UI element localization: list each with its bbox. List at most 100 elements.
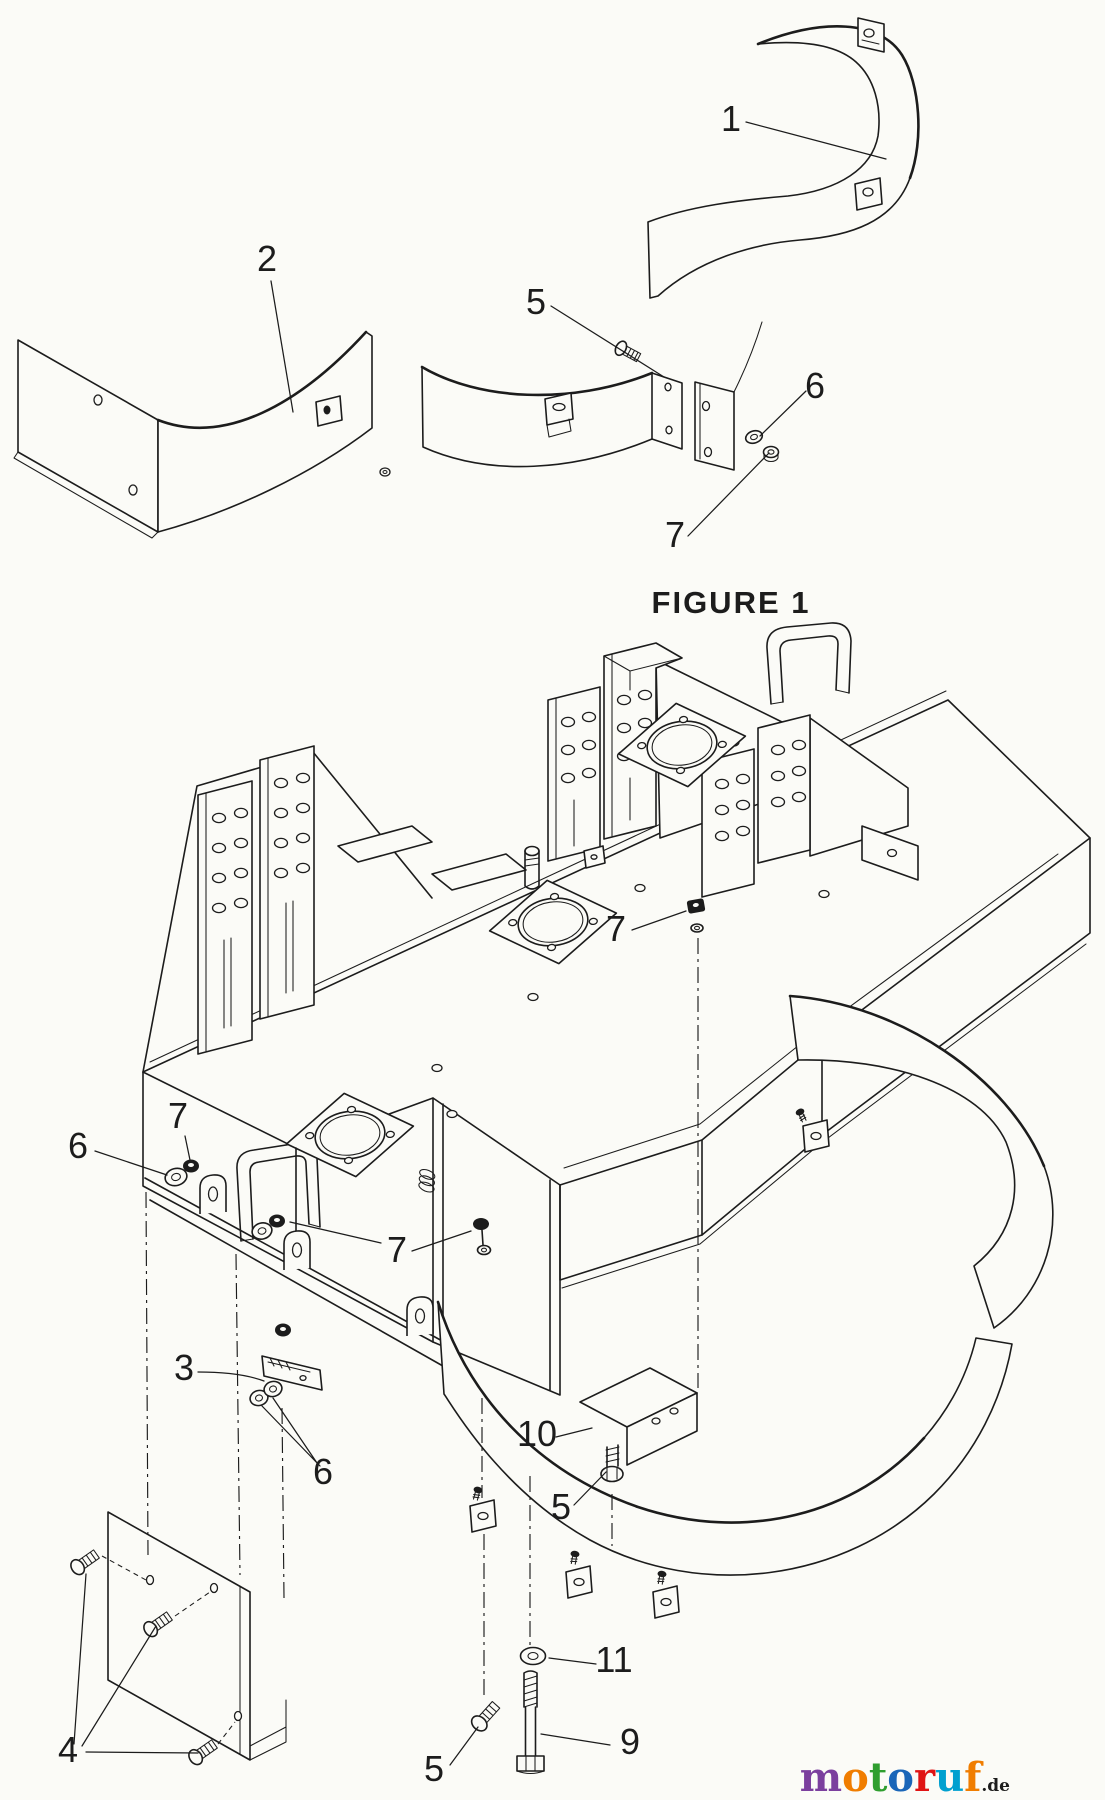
callout-5-mid: 5 — [551, 1486, 571, 1527]
hex-nut-icon — [686, 898, 706, 914]
carriage-bolt-icon — [470, 1700, 501, 1732]
leader-line — [540, 1733, 611, 1746]
leader-line — [548, 1657, 597, 1665]
height-bracket-right-2 — [757, 714, 811, 864]
logo-letter: f — [964, 1754, 984, 1800]
carriage-bolt-icon — [143, 1611, 173, 1638]
leader-line — [289, 1221, 472, 1252]
spindle-plate-center — [488, 879, 618, 965]
figure1-title: FIGURE 1 — [652, 585, 811, 620]
leader-line — [759, 390, 807, 437]
leader-line — [270, 280, 294, 413]
band-clip-icon — [544, 392, 574, 438]
baffle-band-middle — [420, 365, 683, 468]
height-bracket-left-1 — [197, 780, 253, 1055]
band-tab-icon — [565, 1565, 593, 1599]
callout-7: 7 — [665, 514, 685, 555]
rail-tab — [406, 1296, 434, 1336]
spring-icon — [418, 1168, 436, 1193]
leader-line — [94, 1150, 168, 1176]
reinforcement-pad — [337, 825, 433, 863]
callout-6-left: 6 — [68, 1125, 88, 1166]
height-bracket-left-2 — [259, 745, 315, 1020]
callout-10: 10 — [517, 1413, 557, 1454]
deck-tab — [583, 845, 606, 869]
leader-line — [745, 121, 887, 160]
band-tab-icon — [315, 395, 343, 427]
leader-line — [184, 1135, 191, 1161]
logo-tld: .de — [981, 1776, 1010, 1796]
mower-deck-group: 7 6 7 7 3 6 10 5 4 5 11 9 — [58, 622, 1091, 1789]
logo-letter: o — [887, 1754, 914, 1800]
callout-9: 9 — [620, 1721, 640, 1762]
small-screw-icon — [795, 1108, 807, 1123]
bolt-axis — [101, 1555, 236, 1745]
washer-icon — [744, 429, 764, 445]
baffle-band-lower-installed — [436, 1300, 1013, 1619]
band-tab-icon — [652, 1585, 680, 1619]
rail-tab — [199, 1174, 227, 1214]
logo-letter: m — [800, 1754, 842, 1800]
callout-6: 6 — [805, 365, 825, 406]
callout-3: 3 — [174, 1347, 194, 1388]
logo-letter: o — [842, 1754, 869, 1800]
leader-line — [573, 1471, 607, 1506]
hex-nut-icon — [269, 1214, 285, 1228]
callout-5-bottom: 5 — [424, 1748, 444, 1789]
leader-line — [73, 1573, 199, 1754]
leader-line — [631, 910, 687, 931]
leader-line — [555, 1427, 593, 1438]
band-tab-icon — [854, 177, 883, 211]
bracket-part10 — [579, 1367, 698, 1466]
washer-icon — [164, 1167, 188, 1187]
carriage-bolt-icon — [70, 1549, 100, 1576]
leader-line — [261, 1397, 321, 1467]
hex-nut-icon — [275, 1323, 291, 1337]
rail-tab — [283, 1230, 311, 1270]
leader-line — [197, 1371, 265, 1382]
side-bracket — [861, 825, 919, 881]
washer-icon — [690, 923, 704, 933]
callout-5: 5 — [526, 281, 546, 322]
small-screw-icon — [570, 1550, 580, 1565]
chute-plate-part4 — [107, 1511, 287, 1761]
carriage-bolt-icon — [473, 1218, 492, 1256]
callout-1: 1 — [721, 98, 741, 139]
watermark-logo: motoruf.de — [800, 1754, 1010, 1800]
washer-icon — [263, 1380, 283, 1398]
baffle-band-part1 — [647, 17, 920, 299]
band-tab-icon — [469, 1499, 497, 1533]
logo-letter: r — [914, 1754, 936, 1800]
front-rail — [144, 1174, 456, 1371]
logo-letter: t — [869, 1754, 888, 1800]
threaded-stud-icon — [524, 845, 540, 890]
callout-6-lower: 6 — [313, 1451, 333, 1492]
spindle-plate-right — [617, 702, 747, 788]
small-screw-icon — [657, 1570, 667, 1585]
stop-bar-part3 — [261, 1355, 323, 1391]
mounting-plate — [694, 321, 763, 471]
discharge-plate-part2 — [13, 339, 159, 539]
hex-nut-icon — [762, 445, 780, 463]
figure1-group: 1 2 5 6 7 FIGURE 1 — [13, 17, 920, 620]
callout-7-top: 7 — [606, 908, 626, 949]
hex-nut-icon — [183, 1159, 199, 1173]
deck-holes — [431, 883, 830, 1119]
callout-7-mid: 7 — [387, 1229, 407, 1270]
logo-letter: u — [935, 1754, 964, 1800]
callout-2: 2 — [257, 238, 277, 279]
leader-line — [449, 1726, 479, 1766]
spindle-plate-left — [285, 1092, 415, 1178]
baffle-band-right-installed — [788, 994, 1054, 1329]
baffle-band-left — [156, 330, 391, 533]
hex-bolt-icon — [600, 1444, 624, 1483]
deck-front-fold — [563, 853, 1059, 1169]
band-tab-icon — [802, 1119, 830, 1153]
long-bolt-part9 — [516, 1670, 545, 1775]
washer-part11 — [519, 1646, 547, 1666]
callout-7-left: 7 — [168, 1095, 188, 1136]
height-bracket-center-1 — [547, 686, 601, 862]
small-screw-icon — [379, 467, 391, 477]
